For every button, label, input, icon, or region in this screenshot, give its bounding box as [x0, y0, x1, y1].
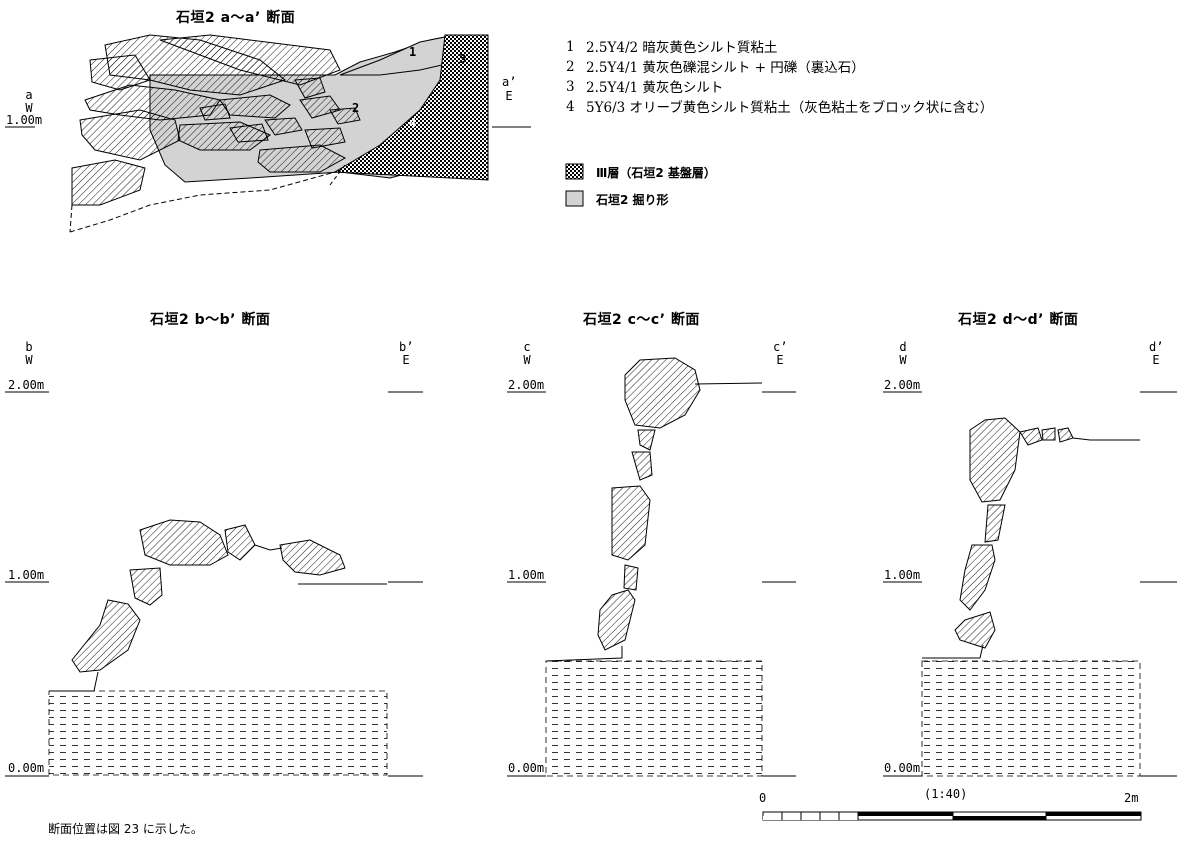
section-a-west-id: a — [25, 88, 33, 102]
stone — [984, 504, 1006, 543]
section-a-east-dir: E — [505, 89, 513, 103]
scale-start-label: 0 — [759, 791, 767, 805]
section-c-drawing — [507, 357, 796, 777]
stone — [129, 567, 163, 606]
layer-desc-num: 3 — [566, 79, 575, 95]
section-d-drawing — [883, 391, 1177, 777]
stone — [1057, 427, 1074, 443]
section-c-east-id: c’ — [773, 340, 788, 354]
layer-desc-text: 5Y6/3 オリーブ黄色シルト質粘土（灰色粘土をブロック状に含む） — [586, 100, 994, 116]
stone — [623, 564, 639, 591]
layer-desc-text: 2.5Y4/1 黄灰色シルト — [586, 80, 724, 96]
layer-description-2: 2 2.5Y4/1 黄灰色礫混シルト + 円礫（裏込石） — [566, 56, 1126, 76]
footnote: 断面位置は図 23 に示した。 — [48, 822, 203, 836]
stone — [1041, 427, 1056, 441]
layer-description-4: 4 5Y6/3 オリーブ黄色シルト質粘土（灰色粘土をブロック状に含む） — [566, 96, 1126, 116]
layer-number-3: 3 — [459, 52, 467, 66]
stone — [954, 611, 996, 649]
layer-description-1: 1 2.5Y4/2 暗灰黄色シルト質粘土 — [566, 36, 1126, 56]
section-b-level-top: 2.00m — [8, 378, 45, 392]
legend-label-excavation: 石垣2 掘り形 — [596, 193, 669, 207]
layer-desc-num: 4 — [566, 99, 575, 115]
section-b-title: 石垣2 b〜b’ 断面 — [150, 312, 271, 328]
section-d-west-dir: W — [899, 353, 907, 367]
scale-bar — [762, 811, 1142, 821]
section-b-east-dir: E — [402, 353, 410, 367]
layer-desc-text: 2.5Y4/1 黄灰色礫混シルト + 円礫（裏込石） — [586, 60, 865, 76]
layer-number-1: 1 — [409, 45, 417, 59]
section-a-title: 石垣2 a〜a’ 断面 — [176, 10, 296, 26]
section-c-east-dir: E — [776, 353, 784, 367]
section-d-level-top: 2.00m — [884, 378, 921, 392]
layer-desc-text: 2.5Y4/2 暗灰黄色シルト質粘土 — [586, 40, 778, 56]
section-a-drawing — [5, 34, 531, 233]
stone — [1019, 427, 1043, 446]
stone — [637, 429, 656, 451]
layer-number-2: 2 — [352, 101, 360, 115]
section-a-west-dir: W — [25, 101, 33, 115]
section-b-level-bottom: 0.00m — [8, 761, 45, 775]
section-d-east-dir: E — [1152, 353, 1160, 367]
layer-desc-num: 1 — [566, 39, 575, 55]
layer-description-3: 3 2.5Y4/1 黄灰色シルト — [566, 76, 1126, 96]
stone — [969, 417, 1021, 503]
section-b-drawing — [5, 391, 423, 777]
section-c-level-bottom: 0.00m — [508, 761, 545, 775]
section-d-west-id: d — [899, 340, 907, 354]
stone — [959, 544, 996, 611]
section-c-level-top: 2.00m — [508, 378, 545, 392]
scale-ratio-label: (1:40) — [924, 787, 968, 801]
stone — [139, 519, 229, 566]
legend-label-basal-layer: Ⅲ層（石垣2 基盤層） — [596, 166, 716, 180]
stone — [611, 485, 651, 561]
legend-swatch-crosshatch — [565, 163, 584, 180]
basal-layer-crosshatch — [333, 34, 489, 181]
section-b-west-dir: W — [25, 353, 33, 367]
section-d-east-id: d’ — [1149, 340, 1164, 354]
stone — [597, 589, 636, 651]
section-c-west-dir: W — [523, 353, 531, 367]
section-d-title: 石垣2 d〜d’ 断面 — [958, 312, 1079, 328]
section-b-level-mid: 1.00m — [8, 568, 45, 582]
section-a-level: 1.00m — [6, 113, 43, 127]
stone — [279, 539, 346, 576]
legend-swatch-gray — [565, 190, 584, 207]
scale-end-label: 2m — [1124, 791, 1139, 805]
section-b-west-id: b — [25, 340, 33, 354]
layer-number-4: 4 — [409, 116, 417, 130]
layer-desc-num: 2 — [566, 59, 575, 75]
section-a-east-id: a’ — [502, 75, 517, 89]
section-c-title: 石垣2 c〜c’ 断面 — [583, 312, 700, 328]
section-c-west-id: c — [523, 340, 531, 354]
section-b-east-id: b’ — [399, 340, 414, 354]
section-d-level-bottom: 0.00m — [884, 761, 921, 775]
stone — [624, 357, 701, 429]
section-d-level-mid: 1.00m — [884, 568, 921, 582]
stone — [224, 524, 256, 561]
stone — [631, 451, 653, 481]
layer-descriptions: 1 2.5Y4/2 暗灰黄色シルト質粘土 2 2.5Y4/1 黄灰色礫混シルト … — [566, 36, 1126, 116]
section-c-level-mid: 1.00m — [508, 568, 545, 582]
stone — [71, 599, 141, 673]
